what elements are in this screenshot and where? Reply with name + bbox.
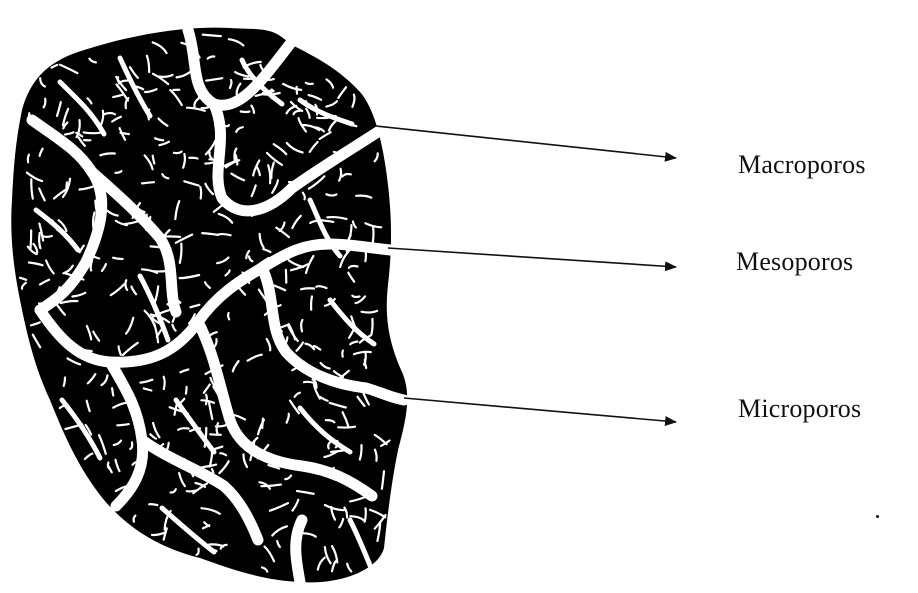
micropore-crack — [262, 419, 263, 428]
micropore-crack — [164, 377, 165, 389]
micropore-crack — [203, 35, 221, 37]
micropore-crack — [149, 504, 157, 505]
micropore-crack — [334, 152, 343, 153]
micropore-crack — [371, 319, 372, 335]
micropore-crack — [84, 132, 101, 133]
micropore-crack — [146, 215, 147, 223]
micropore-crack — [95, 201, 96, 211]
micropore-crack — [64, 378, 65, 386]
micropore-crack — [39, 233, 40, 248]
micropore-crack — [91, 261, 92, 271]
micropore-crack — [148, 110, 149, 120]
micropore-crack — [365, 253, 366, 261]
label-mesoporos: Mesoporos — [736, 247, 853, 277]
stray-dot — [876, 515, 879, 518]
micropore-crack — [28, 155, 29, 163]
micropore-crack — [301, 288, 314, 289]
micropore-crack — [113, 258, 123, 259]
micropore-crack — [104, 113, 115, 114]
micropore-crack — [222, 125, 229, 126]
micropore-crack — [200, 187, 201, 199]
micropore-crack — [186, 387, 187, 394]
micropore-crack — [31, 230, 32, 248]
micropore-crack — [210, 434, 221, 435]
micropore-crack — [338, 427, 355, 428]
micropore-crack — [112, 388, 113, 395]
micropore-crack — [218, 234, 231, 235]
micropore-crack — [64, 287, 72, 288]
micropore-crack — [311, 296, 312, 309]
arrow-macroporos — [376, 126, 676, 158]
micropore-crack — [189, 158, 197, 159]
label-microporos: Microporos — [738, 394, 861, 424]
micropore-crack — [117, 424, 128, 425]
micropore-crack — [142, 182, 154, 183]
micropore-crack — [161, 236, 180, 237]
leader-arrows — [376, 126, 676, 422]
micropore-crack — [241, 112, 250, 113]
arrow-mesoporos — [388, 248, 676, 267]
micropore-crack — [42, 236, 52, 237]
micropore-crack — [373, 226, 374, 242]
micropore-crack — [306, 83, 313, 84]
micropore-crack — [342, 351, 343, 357]
micropore-crack — [267, 79, 274, 80]
micropore-crack — [272, 305, 281, 306]
micropore-crack — [304, 382, 315, 383]
label-macroporos: Macroporos — [738, 150, 866, 180]
micropore-crack — [28, 113, 29, 119]
arrow-microporos — [404, 398, 676, 422]
micropore-crack — [228, 313, 229, 319]
micropore-crack — [301, 320, 302, 331]
micropore-crack — [326, 194, 336, 195]
